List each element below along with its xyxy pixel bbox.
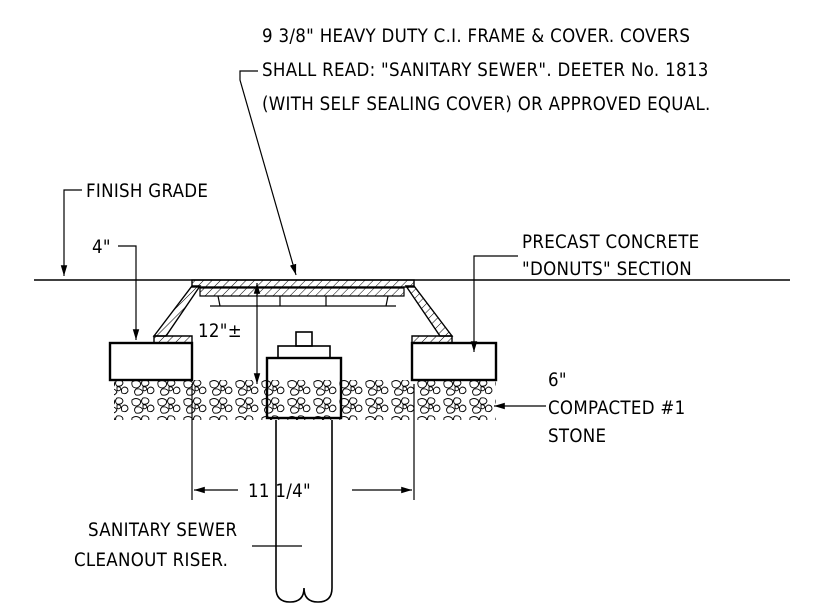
frame-note-line3: (WITH SELF SEALING COVER) OR APPROVED EQ… [262, 94, 711, 115]
frame-note-line1: 9 3/8" HEAVY DUTY C.I. FRAME & COVER. CO… [262, 26, 690, 47]
four-inch-label: 4" [92, 237, 111, 258]
stone-label-line3: STONE [548, 426, 606, 447]
donut-callout: PRECAST CONCRETE "DONUTS" SECTION [470, 232, 700, 352]
frame-note-line2: SHALL READ: "SANITARY SEWER". DEETER No.… [262, 60, 709, 81]
precast-donut-left [108, 341, 194, 382]
donut-label-line2: "DONUTS" SECTION [522, 259, 692, 280]
frame-cover-note: 9 3/8" HEAVY DUTY C.I. FRAME & COVER. CO… [262, 26, 711, 115]
stone-label-line2: COMPACTED #1 [548, 398, 686, 419]
donut-label-line1: PRECAST CONCRETE [522, 232, 700, 253]
compacted-stone-bed [114, 380, 496, 420]
finish-grade-label: FINISH GRADE [86, 181, 208, 202]
four-inch-callout: 4" [92, 237, 140, 340]
width-dimension: 11 1/4" [191, 384, 415, 502]
precast-donut-right [410, 341, 498, 382]
frame-note-leader [239, 70, 297, 276]
stone-label-line1: 6" [548, 370, 567, 391]
cleanout-riser [265, 331, 343, 603]
stone-callout: 6" COMPACTED #1 STONE [494, 370, 686, 447]
width-label: 11 1/4" [248, 481, 311, 502]
riser-label-line1: SANITARY SEWER [88, 520, 238, 541]
depth-label: 12"± [198, 321, 242, 342]
depth-dimension: 12"± [198, 283, 261, 384]
cast-iron-frame [152, 279, 454, 344]
riser-callout: SANITARY SEWER CLEANOUT RISER. [74, 520, 302, 571]
riser-label-line2: CLEANOUT RISER. [74, 550, 228, 571]
finish-grade-callout: FINISH GRADE [60, 181, 208, 276]
